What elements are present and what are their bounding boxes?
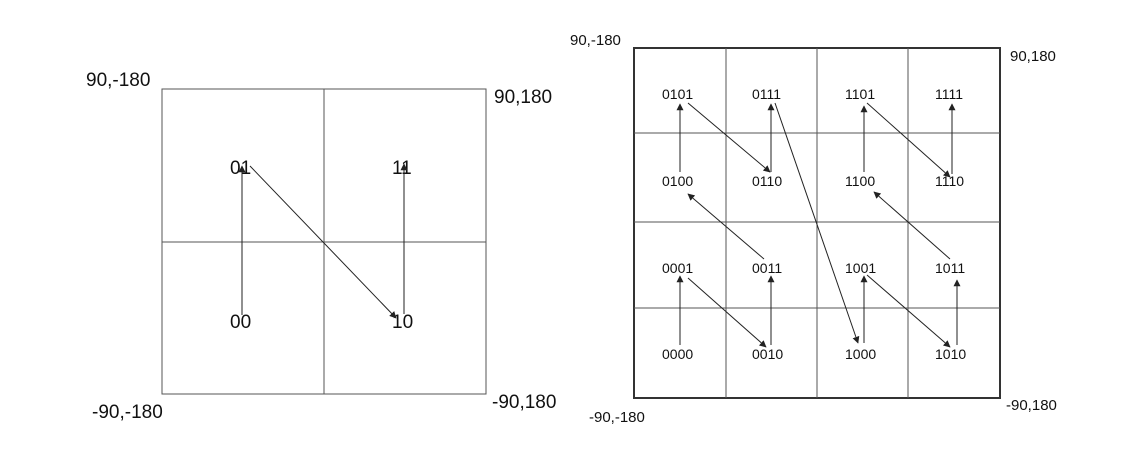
right-cell-label: 0001	[662, 260, 693, 276]
left-cell-label: 10	[392, 312, 413, 333]
left-corner-bottom-right: -90,180	[492, 392, 556, 413]
right-cell-label: 0011	[752, 260, 782, 276]
right-corner-bottom-left: -90,-180	[589, 409, 645, 426]
right-arrow-0111-to-1000	[774, 102, 860, 344]
right-arrow-0011-to-0100	[687, 193, 765, 260]
right-cell-label: 0111	[752, 86, 781, 102]
right-cell-label: 1011	[935, 260, 965, 276]
left-corner-bottom-left: -90,-180	[92, 402, 163, 423]
left-arrow-01-to-10	[249, 165, 397, 319]
right-cell-label: 0101	[662, 86, 693, 102]
right-grid: 90,-180 90,180 -90,-180 -90,180 0101 011…	[570, 32, 1057, 426]
left-corner-top-right: 90,180	[494, 87, 552, 108]
right-cell-label: 1000	[845, 346, 876, 362]
right-cell-label: 1110	[935, 173, 964, 189]
right-corner-top-left: 90,-180	[570, 32, 621, 49]
left-cell-label: 00	[230, 312, 251, 333]
right-cell-label: 1010	[935, 346, 966, 362]
right-arrow-0101-to-0110	[687, 102, 771, 173]
right-arrow-0001-to-0010	[687, 277, 767, 348]
right-cell-label: 0110	[752, 173, 782, 189]
left-cell-label: 11	[392, 158, 412, 179]
left-grid: 90,-180 90,180 -90,-180 -90,180 01 11 00…	[86, 70, 556, 423]
right-cell-label: 0100	[662, 173, 693, 189]
right-cell-label: 1100	[845, 173, 875, 189]
right-arrow-1011-to-1100	[873, 191, 951, 260]
right-cell-label: 1111	[935, 86, 963, 102]
right-cell-label: 0010	[752, 346, 783, 362]
left-cell-label: 01	[230, 158, 251, 179]
right-cell-label: 1001	[845, 260, 876, 276]
right-corner-top-right: 90,180	[1010, 48, 1056, 65]
left-corner-top-left: 90,-180	[86, 70, 150, 91]
right-corner-bottom-right: -90,180	[1006, 397, 1057, 414]
right-arrow-1001-to-1010	[866, 274, 951, 348]
right-cell-label: 1101	[845, 86, 875, 102]
right-cell-label: 0000	[662, 346, 693, 362]
right-arrow-1101-to-1110	[866, 102, 951, 178]
